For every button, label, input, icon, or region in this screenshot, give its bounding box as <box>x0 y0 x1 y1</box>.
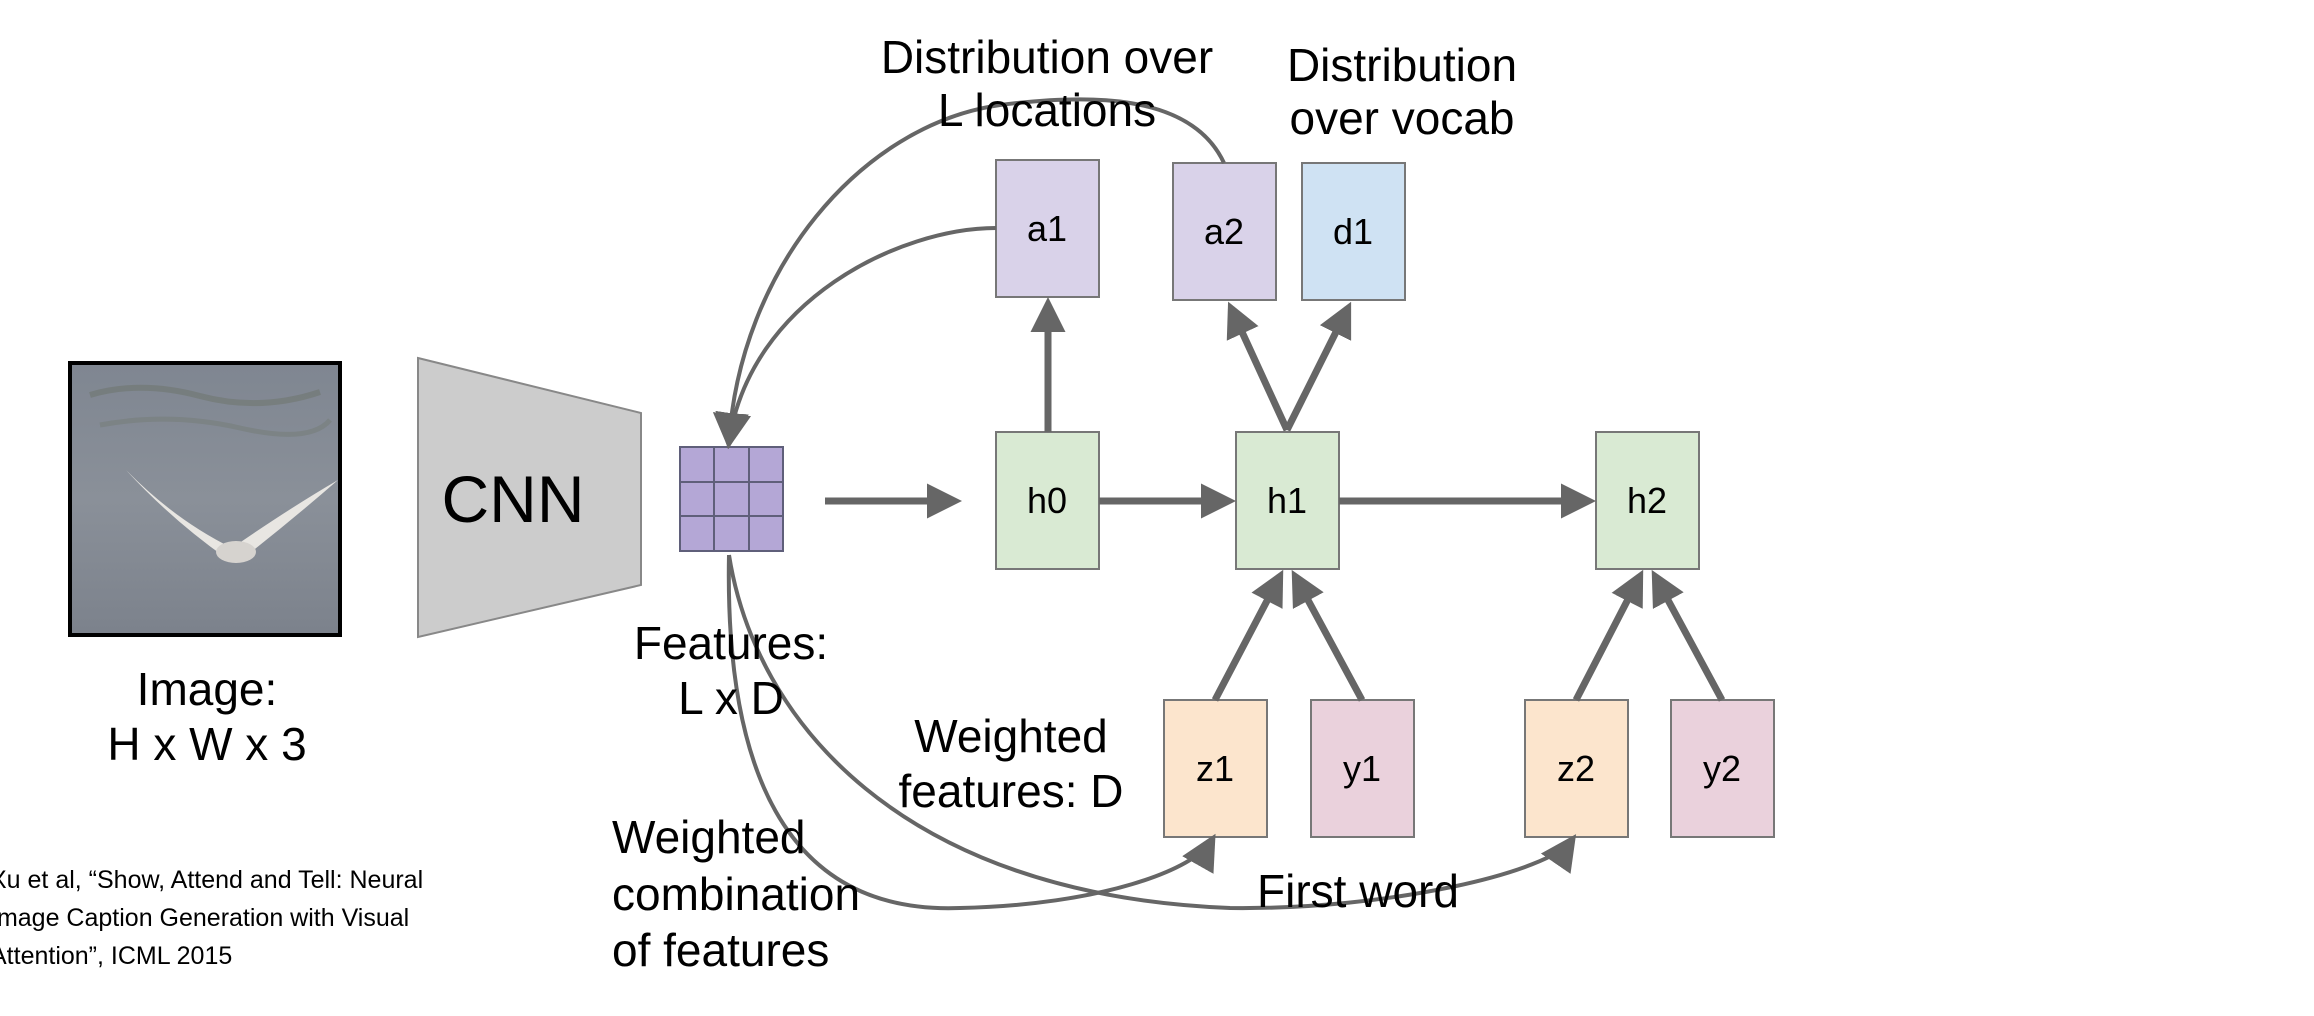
z2-box <box>1524 699 1629 838</box>
z1-box <box>1163 699 1268 838</box>
label-weighted-combination-line2: combination <box>612 868 860 920</box>
label-weighted-combination-line3: of features <box>612 924 829 976</box>
y2-box <box>1670 699 1775 838</box>
label-first-word: First word <box>1257 865 1459 917</box>
z2-label: z2 <box>1557 748 1595 789</box>
a1-label: a1 <box>1027 208 1067 249</box>
bird-graphic <box>126 470 338 563</box>
arrow-z1-to-h1 <box>1211 569 1284 702</box>
label-features-line1: Features: <box>634 617 828 669</box>
y1-box <box>1310 699 1415 838</box>
z1-label: z1 <box>1196 748 1234 789</box>
arrow-h1-to-d1 <box>1283 301 1352 432</box>
y1-label: y1 <box>1343 748 1381 789</box>
input-image <box>68 361 342 637</box>
label-distribution-locations-line1: Distribution over <box>881 31 1213 83</box>
citation-line2: Image Caption Generation with Visual <box>0 904 409 932</box>
d1-box <box>1301 162 1406 301</box>
arrow-a2-to-features <box>712 97 1226 450</box>
label-distribution-vocab-line1: Distribution <box>1287 39 1517 91</box>
citation-line1: Xu et al, “Show, Attend and Tell: Neural <box>0 866 423 894</box>
arrow-y2-to-h2 <box>1651 569 1726 702</box>
a2-box <box>1172 162 1277 301</box>
arrow-h1-to-a2 <box>1226 301 1291 432</box>
h1-label: h1 <box>1267 480 1307 521</box>
h2-label: h2 <box>1627 480 1667 521</box>
h0-label: h0 <box>1027 480 1067 521</box>
label-weighted-features-line2: features: D <box>899 765 1124 817</box>
label-distribution-vocab-line2: over vocab <box>1289 92 1514 144</box>
h2-box <box>1595 431 1700 570</box>
label-distribution-locations-line2: L locations <box>938 84 1156 136</box>
a2-label: a2 <box>1204 211 1244 252</box>
cnn-block <box>417 356 642 639</box>
a1-box <box>995 159 1100 298</box>
arrow-features-to-z1 <box>726 554 1216 911</box>
label-weighted-features-line1: Weighted <box>914 710 1108 762</box>
arrow-y1-to-h1 <box>1291 569 1366 702</box>
label-image-line2: H x W x 3 <box>107 718 306 770</box>
label-weighted-combination-line1: Weighted <box>612 811 806 863</box>
feature-grid <box>679 446 784 552</box>
label-features-line2: L x D <box>678 672 784 724</box>
label-image-line1: Image: <box>137 663 278 715</box>
cnn-label: CNN <box>442 462 585 536</box>
y2-label: y2 <box>1703 748 1741 789</box>
arrow-a1-to-features <box>715 226 997 450</box>
h0-box <box>995 431 1100 570</box>
citation-line3: Attention”, ICML 2015 <box>0 942 232 970</box>
arrow-features-to-z2 <box>727 554 1577 911</box>
d1-label: d1 <box>1333 211 1373 252</box>
arrow-z2-to-h2 <box>1572 569 1644 702</box>
